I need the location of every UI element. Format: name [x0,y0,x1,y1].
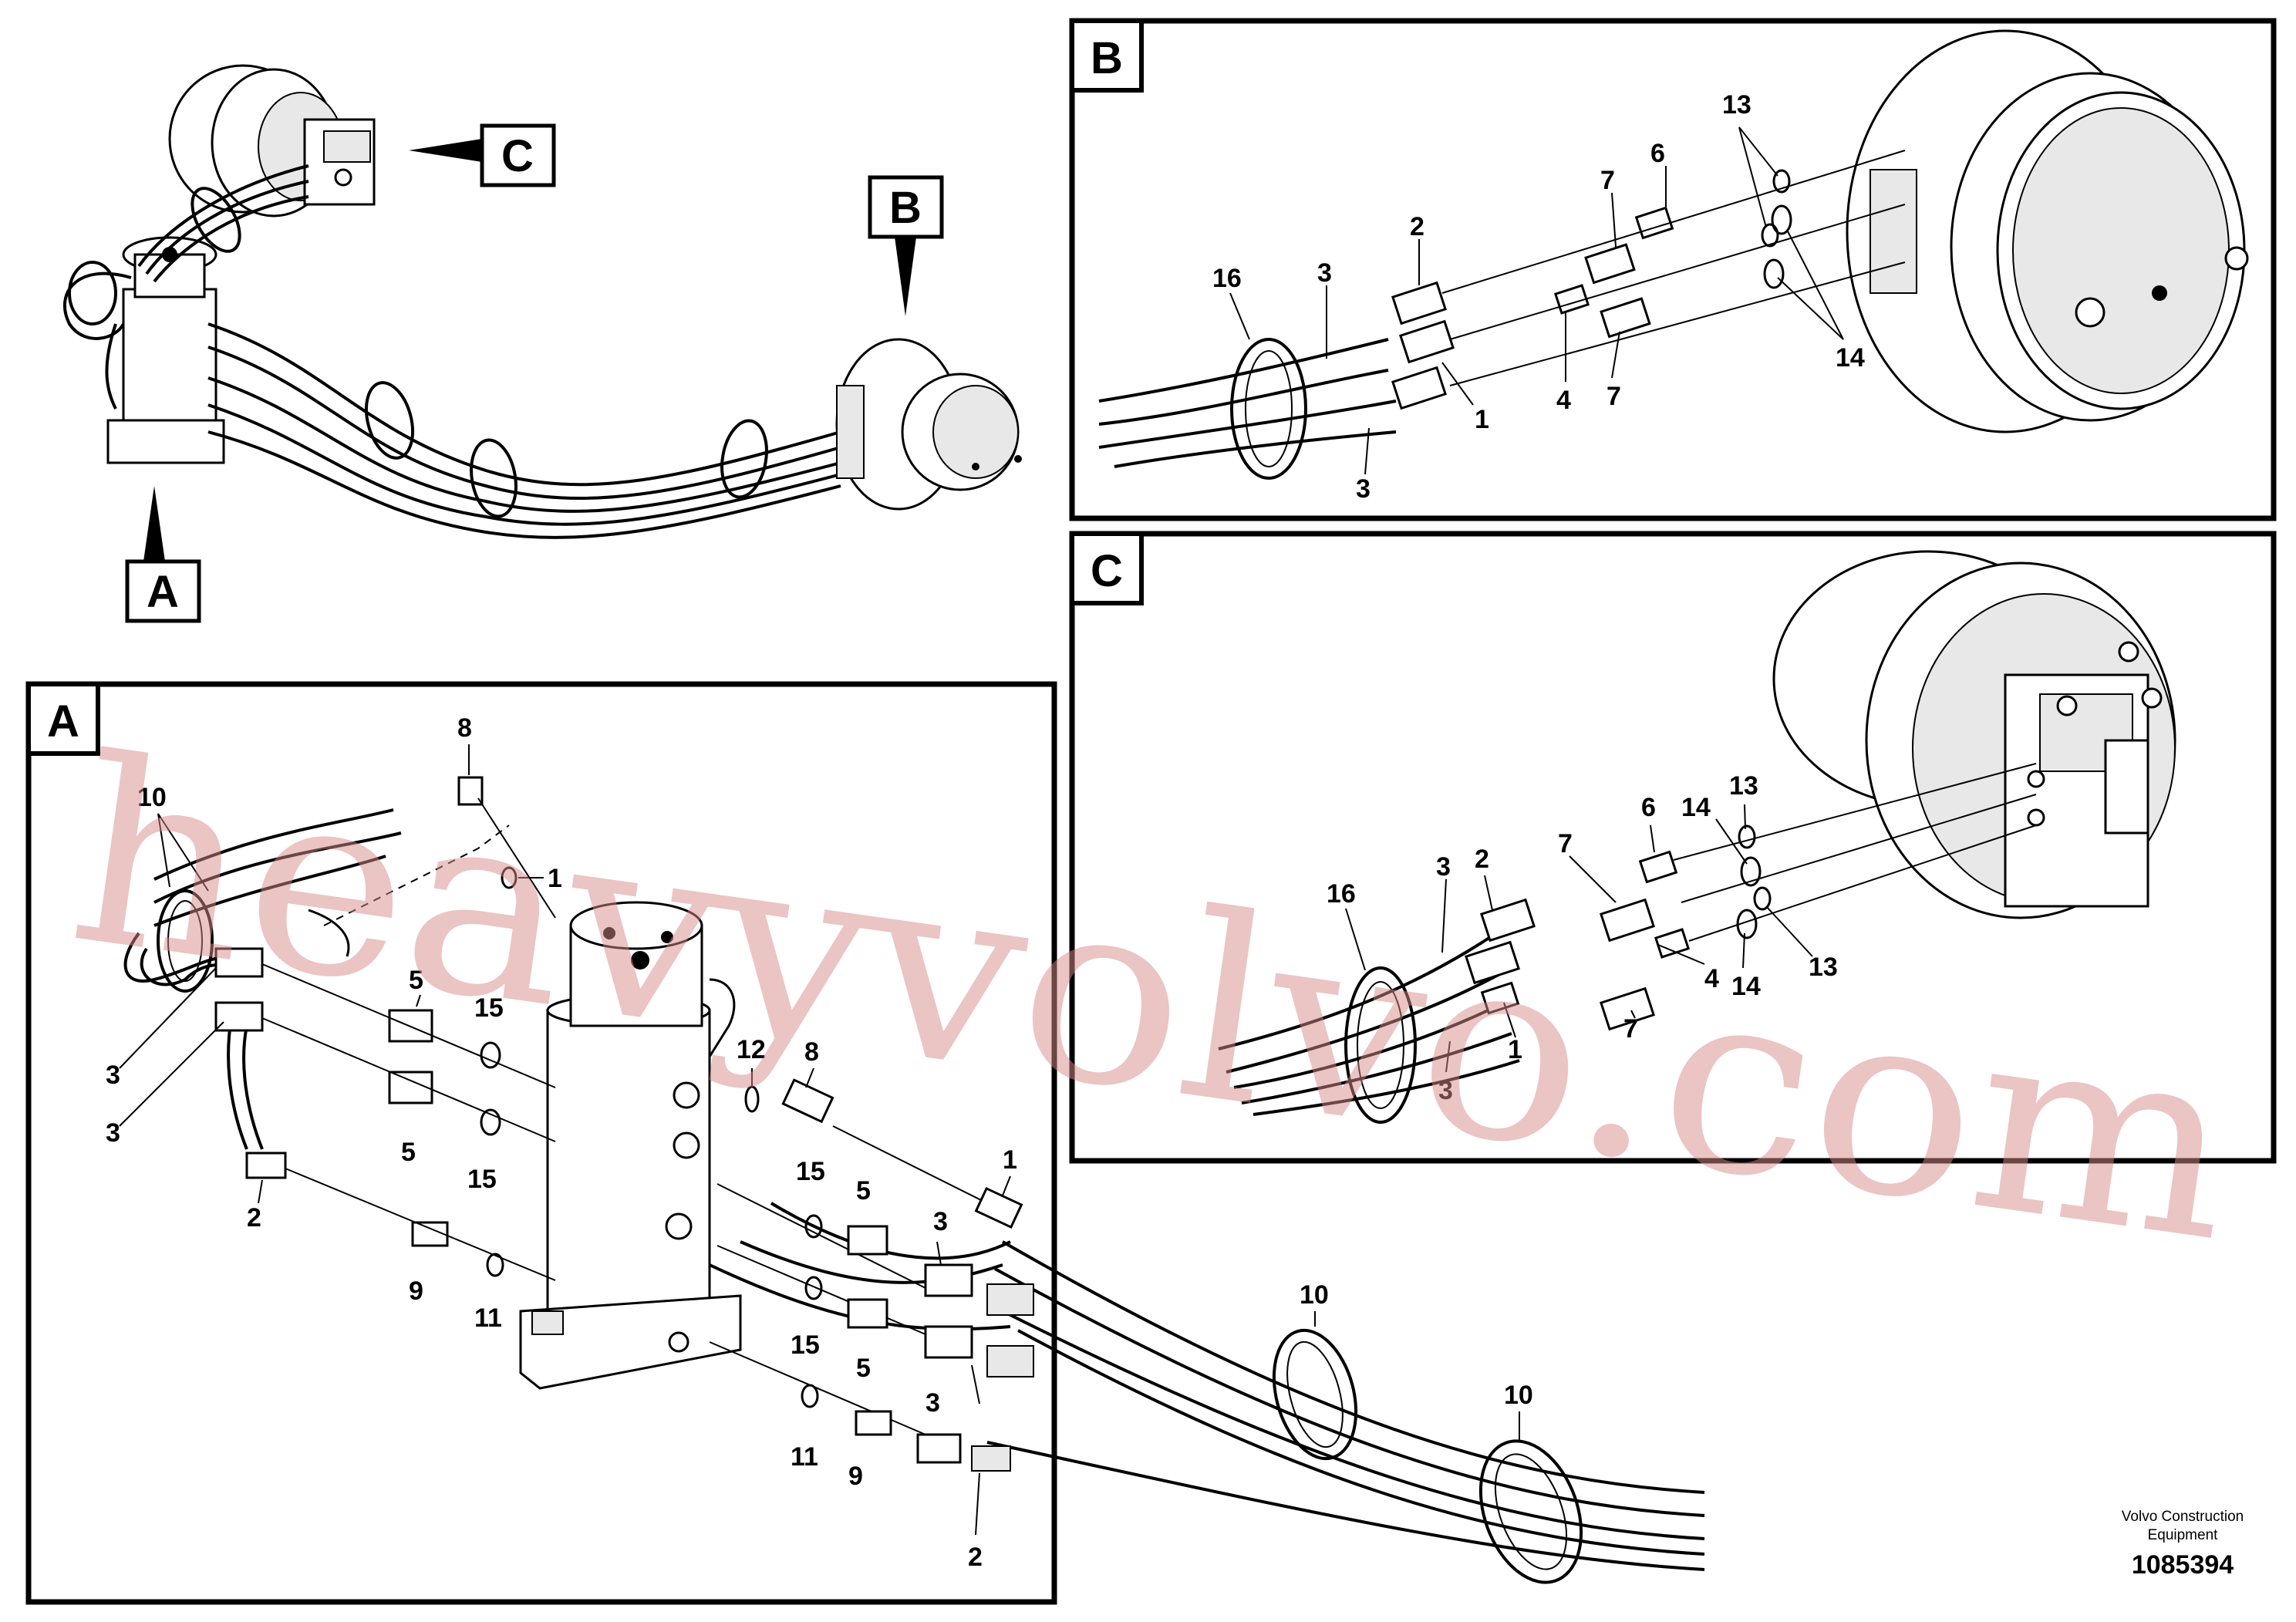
overview-swivel-joint [106,236,225,464]
svg-text:A: A [47,696,79,747]
svg-text:B: B [1091,33,1123,83]
callout-a-15c: 15 [796,1157,825,1186]
callout-b-3b: 3 [1356,474,1371,504]
svg-text:B: B [889,183,922,233]
callout-b-1: 1 [1475,405,1489,434]
view-a-left-fittings [214,776,556,1281]
footer-company-line2: Equipment [2148,1527,2219,1543]
callout-a-3d: 3 [925,1388,940,1418]
callout-a-10: 10 [137,783,167,812]
view-b-hoses [1098,338,1397,480]
callout-b-14: 14 [1836,343,1865,373]
overview-marker-a: A [125,486,201,623]
callout-c-7: 7 [1558,829,1573,858]
callout-b-16: 16 [1212,264,1242,293]
callout-c-3b: 3 [1438,1076,1453,1105]
callout-a-5d: 5 [856,1354,871,1383]
view-c-fittings [1465,763,2037,1031]
view-a-left-hoses [123,808,510,1150]
callout-a-11b: 11 [791,1442,818,1472]
callout-b-13: 13 [1722,90,1752,120]
callout-b-6: 6 [1650,139,1665,168]
callout-a-11: 11 [474,1303,502,1333]
view-b-callouts: 13 6 7 2 16 3 1 4 7 14 3 [1212,90,1865,504]
view-c-callouts: 13 6 14 2 7 3 16 14 4 13 7 1 3 [1327,771,1838,1105]
callout-c-7b: 7 [1623,1014,1638,1044]
callout-a-2: 2 [247,1203,261,1233]
view-a-right-fittings [744,1078,1034,1472]
callout-a-8: 8 [457,713,472,743]
svg-text:C: C [501,131,534,181]
callout-a-3: 3 [106,1061,120,1090]
callout-a-1b: 1 [1003,1145,1017,1175]
callout-a-1: 1 [548,864,562,893]
overview-marker-c: C [409,123,556,187]
callout-a-10c: 10 [1504,1381,1533,1410]
callout-c-3: 3 [1436,852,1451,882]
callout-b-3: 3 [1317,258,1332,288]
callout-c-2: 2 [1475,845,1489,874]
overview-marker-b: B [868,175,944,316]
callout-a-10b: 10 [1300,1280,1329,1310]
callout-c-1: 1 [1508,1035,1522,1064]
callout-c-16: 16 [1327,879,1356,909]
callout-c-4: 4 [1704,964,1719,993]
view-c-hoses [1218,932,1520,1124]
callout-a-5b: 5 [401,1138,416,1167]
callout-b-7: 7 [1600,166,1615,195]
view-a-callouts: 8 10 1 5 15 3 3 5 15 12 8 2 1 15 5 3 9 1… [106,713,1533,1572]
view-b-fittings [1391,150,1906,410]
callout-c-14: 14 [1681,793,1711,822]
callout-a-5: 5 [409,966,423,995]
drawing-footer: Volvo Construction Equipment 1085394 [2122,1509,2244,1580]
callout-c-6: 6 [1641,793,1656,822]
callout-c-14b: 14 [1731,972,1761,1001]
view-c-leaders [1345,804,1813,1073]
view-b-panel: B [1069,18,2277,521]
callout-a-3b: 3 [106,1118,120,1148]
view-b-motor [1846,29,2249,433]
overview-motor-b [835,338,1022,511]
callout-c-13: 13 [1729,771,1758,801]
footer-drawing-number: 1085394 [2132,1550,2234,1580]
callout-a-5c: 5 [856,1176,871,1206]
overview-assembly: C B A [63,64,1022,623]
view-a-right-hoses [709,1125,1705,1584]
callout-a-9: 9 [409,1276,423,1306]
overview-motor-c [168,64,376,218]
callout-a-9b: 9 [848,1462,863,1491]
callout-a-15b: 15 [467,1165,497,1194]
view-b-leaders [1229,126,1844,475]
callout-b-4: 4 [1556,386,1571,415]
overview-upper-hoses [63,164,309,410]
svg-text:C: C [1091,546,1123,596]
view-a-leaders [119,744,1520,1536]
callout-c-13b: 13 [1809,953,1838,982]
callout-b-7b: 7 [1607,382,1621,411]
callout-b-2: 2 [1410,212,1424,241]
footer-company-line1: Volvo Construction [2122,1509,2244,1525]
view-a-swivel-joint [519,901,742,1390]
callout-a-2b: 2 [968,1543,983,1572]
callout-a-15: 15 [474,993,504,1023]
view-c-motor [1772,550,2176,919]
view-a-panel: A [25,681,1705,1605]
overview-hose-bundle [207,322,841,539]
callout-a-12: 12 [737,1035,766,1064]
callout-a-8b: 8 [804,1037,819,1067]
svg-text:A: A [147,567,179,617]
callout-a-3c: 3 [933,1207,948,1236]
view-c-panel: C [1069,531,2277,1164]
callout-a-15d: 15 [791,1330,820,1360]
